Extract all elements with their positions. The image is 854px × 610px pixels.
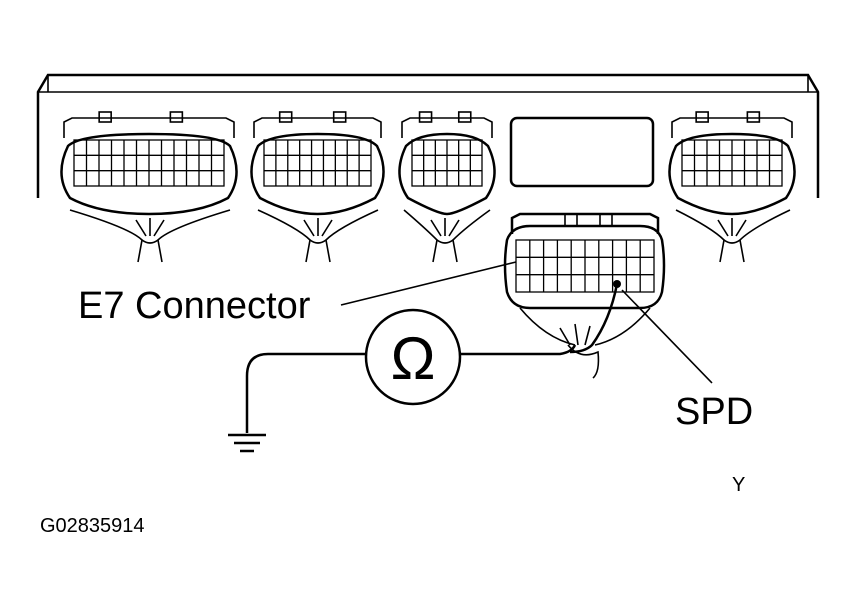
wire-color-label: Y bbox=[732, 474, 745, 496]
harness-bundle-3 bbox=[403, 209, 491, 263]
wire-harness-bundles bbox=[69, 209, 791, 263]
ecu-housing bbox=[36, 73, 820, 198]
ecu-connector-1 bbox=[60, 111, 238, 216]
test-lead-to-e7 bbox=[460, 344, 577, 356]
test-lead-to-ground bbox=[245, 352, 365, 433]
ecu-connectors bbox=[60, 111, 796, 216]
e7-terminal-grid bbox=[515, 239, 655, 293]
e7-connector bbox=[503, 212, 666, 379]
harness-bundle-2 bbox=[257, 209, 379, 263]
ecu-connector-2 bbox=[250, 111, 385, 216]
spd-terminal-probe bbox=[569, 280, 621, 354]
ohmmeter-icon: Ω bbox=[364, 308, 462, 406]
ecu-window bbox=[509, 116, 655, 188]
connector-leader-line bbox=[340, 261, 517, 306]
ohm-symbol: Ω bbox=[391, 325, 436, 392]
harness-bundle-4 bbox=[675, 209, 791, 263]
connector-label: E7 Connector bbox=[78, 285, 311, 327]
harness-bundle-1 bbox=[69, 209, 231, 263]
spd-leader-line bbox=[621, 289, 713, 384]
spd-label: SPD bbox=[675, 391, 753, 433]
ecu-connector-3 bbox=[398, 111, 496, 216]
ground-icon bbox=[228, 433, 266, 453]
figure-id: G02835914 bbox=[40, 515, 145, 537]
ecu-connector-4 bbox=[668, 111, 796, 216]
